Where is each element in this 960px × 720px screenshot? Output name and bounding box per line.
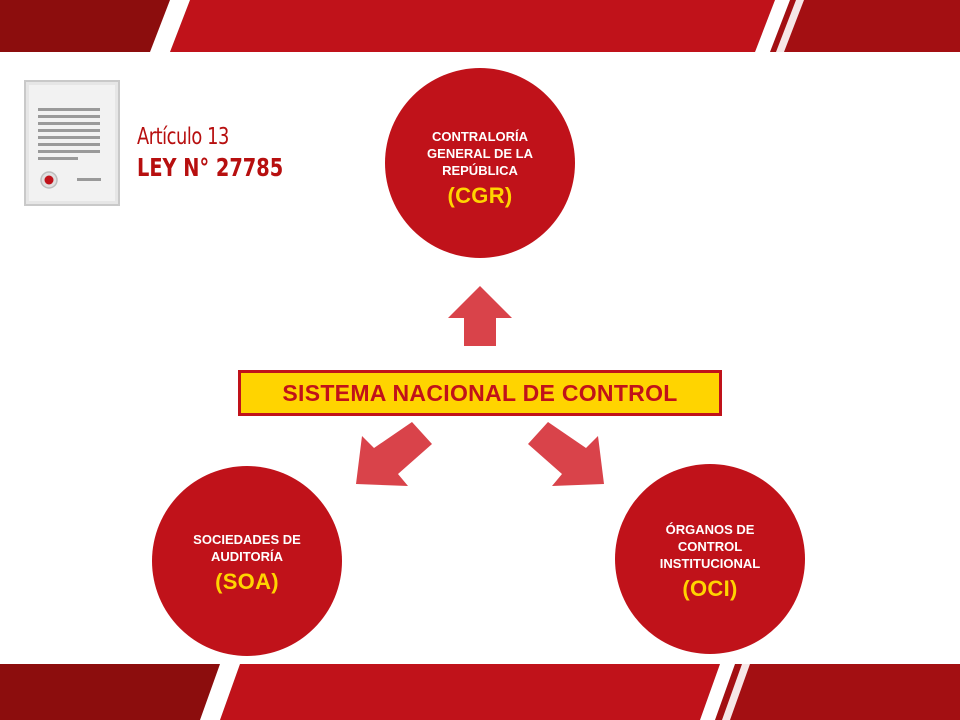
node-cgr-abbr: (CGR) <box>447 182 513 208</box>
node-soa-label: SOCIEDADES DE AUDITORÍA <box>193 532 301 564</box>
bottom-banner <box>0 664 960 720</box>
bottom-banner-graphic <box>0 664 960 720</box>
node-soa-abbr: (SOA) <box>215 569 279 594</box>
law-reference: Artículo 13 LEY N° 27785 <box>137 124 307 182</box>
arrow-down-right-icon <box>528 422 604 486</box>
top-banner <box>0 0 960 52</box>
node-soa: SOCIEDADES DE AUDITORÍA (SOA) <box>152 466 342 656</box>
node-oci-label: ÓRGANOS DE CONTROL INSTITUCIONAL <box>659 521 761 571</box>
arrow-down-left-icon <box>356 422 432 486</box>
arrow-up-icon <box>448 286 512 346</box>
central-system-title: SISTEMA NACIONAL DE CONTROL <box>282 379 678 406</box>
node-cgr-label: CONTRALORÍA GENERAL DE LA REPÚBLICA <box>427 128 533 178</box>
top-banner-graphic <box>0 0 960 52</box>
node-oci-abbr: (OCI) <box>682 575 738 601</box>
law-number: LEY N° 27785 <box>137 153 284 182</box>
node-oci: ÓRGANOS DE CONTROL INSTITUCIONAL (OCI) <box>615 464 805 654</box>
central-system-box: SISTEMA NACIONAL DE CONTROL <box>238 370 722 416</box>
document-icon <box>22 78 122 208</box>
node-cgr: CONTRALORÍA GENERAL DE LA REPÚBLICA (CGR… <box>385 68 575 258</box>
law-article: Artículo 13 <box>137 124 229 150</box>
